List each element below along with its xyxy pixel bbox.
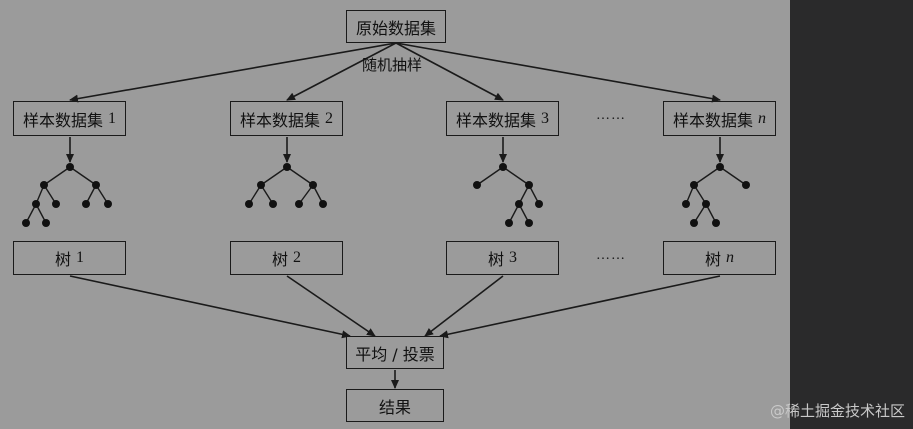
tree-node — [515, 200, 523, 208]
sample-box-3: 样本数据集 3 — [446, 101, 559, 136]
tree-node — [505, 219, 513, 227]
tree-branch — [69, 166, 97, 186]
tree-node — [257, 181, 265, 189]
tree-label-3: 树 — [487, 250, 504, 269]
sample-label-2: 样本数据集 — [239, 110, 320, 130]
tree-branch — [260, 166, 288, 186]
aggregate-box: 平均 / 投票 — [346, 336, 444, 369]
connector-layer — [22, 42, 750, 389]
sampling-arrow-3 — [395, 42, 504, 101]
tree-index-n: n — [726, 249, 734, 266]
tree-label-n: 树 — [704, 250, 721, 269]
tree-label-2: 树 — [271, 250, 288, 269]
decision-tree-icon-1 — [22, 163, 112, 227]
tree-node — [499, 163, 507, 171]
result-box: 结果 — [346, 389, 444, 422]
tree-node — [309, 181, 317, 189]
sample-ellipsis: …… — [596, 108, 626, 123]
tree-node — [22, 219, 30, 227]
tree-node — [473, 181, 481, 189]
root-dataset-label: 原始数据集 — [355, 18, 436, 38]
sampling-arrow-2 — [286, 42, 397, 101]
tree-ellipsis: …… — [596, 248, 626, 263]
tree-to-aggregate-arrow-2 — [286, 275, 376, 337]
sampling-arrow-4 — [395, 42, 721, 103]
tree-node — [295, 200, 303, 208]
sample-box-2: 样本数据集 2 — [230, 101, 343, 136]
tree-node — [702, 200, 710, 208]
sample-index-n: n — [758, 109, 766, 127]
sampling-label: 随机抽样 — [362, 56, 423, 74]
tree-to-aggregate-arrow-1 — [69, 275, 351, 339]
tree-branch — [476, 166, 504, 186]
tree-node — [269, 200, 277, 208]
tree-label-1: 树 — [54, 250, 71, 269]
tree-node — [716, 163, 724, 171]
tree-node — [283, 163, 291, 171]
tree-to-aggregate-arrow-3 — [424, 275, 504, 337]
tree-node — [66, 163, 74, 171]
tree-node — [82, 200, 90, 208]
tree-branch — [693, 166, 721, 186]
sampling-arrow-1 — [69, 42, 397, 103]
tree-node — [40, 181, 48, 189]
tree-to-aggregate-arrow-n — [439, 275, 721, 339]
tree-node — [525, 219, 533, 227]
sample-index-2: 2 — [325, 109, 333, 127]
decision-tree-icon-3 — [473, 163, 543, 227]
tree-node — [245, 200, 253, 208]
tree-index-2: 2 — [293, 249, 301, 266]
tree-branch — [43, 166, 71, 186]
tree-node — [32, 200, 40, 208]
result-label: 结果 — [378, 397, 411, 417]
tree-branch — [286, 166, 314, 186]
tree-node — [535, 200, 543, 208]
sample-label-1: 样本数据集 — [22, 110, 103, 130]
root-dataset-box: 原始数据集 — [346, 10, 446, 43]
sample-label-n: 样本数据集 — [672, 110, 753, 130]
sample-index-1: 1 — [108, 109, 116, 127]
tree-branch — [502, 166, 530, 186]
diagram-canvas: 原始数据集 随机抽样 样本数据集 1 样本数据集 2 样本数据集 3 样本数据集 n …… — [0, 0, 790, 429]
tree-node — [52, 200, 60, 208]
decision-tree-icon-4 — [682, 163, 750, 227]
tree-node — [92, 181, 100, 189]
sample-label-3: 样本数据集 — [455, 110, 536, 130]
decision-tree-icon-2 — [245, 163, 327, 208]
watermark: @稀土掘金技术社区 — [769, 402, 905, 420]
sample-box-1: 样本数据集 1 — [13, 101, 126, 136]
tree-node — [682, 200, 690, 208]
tree-node — [742, 181, 750, 189]
tree-node — [712, 219, 720, 227]
tree-node — [690, 219, 698, 227]
tree-node — [104, 200, 112, 208]
tree-index-3: 3 — [509, 249, 517, 266]
aggregate-label: 平均 / 投票 — [355, 344, 435, 364]
tree-branch — [719, 166, 747, 186]
tree-index-1: 1 — [76, 249, 84, 266]
tree-node — [525, 181, 533, 189]
tree-node — [690, 181, 698, 189]
tree-node — [319, 200, 327, 208]
sample-index-3: 3 — [541, 109, 549, 127]
sample-box-n: 样本数据集 n — [663, 101, 776, 136]
tree-node — [42, 219, 50, 227]
